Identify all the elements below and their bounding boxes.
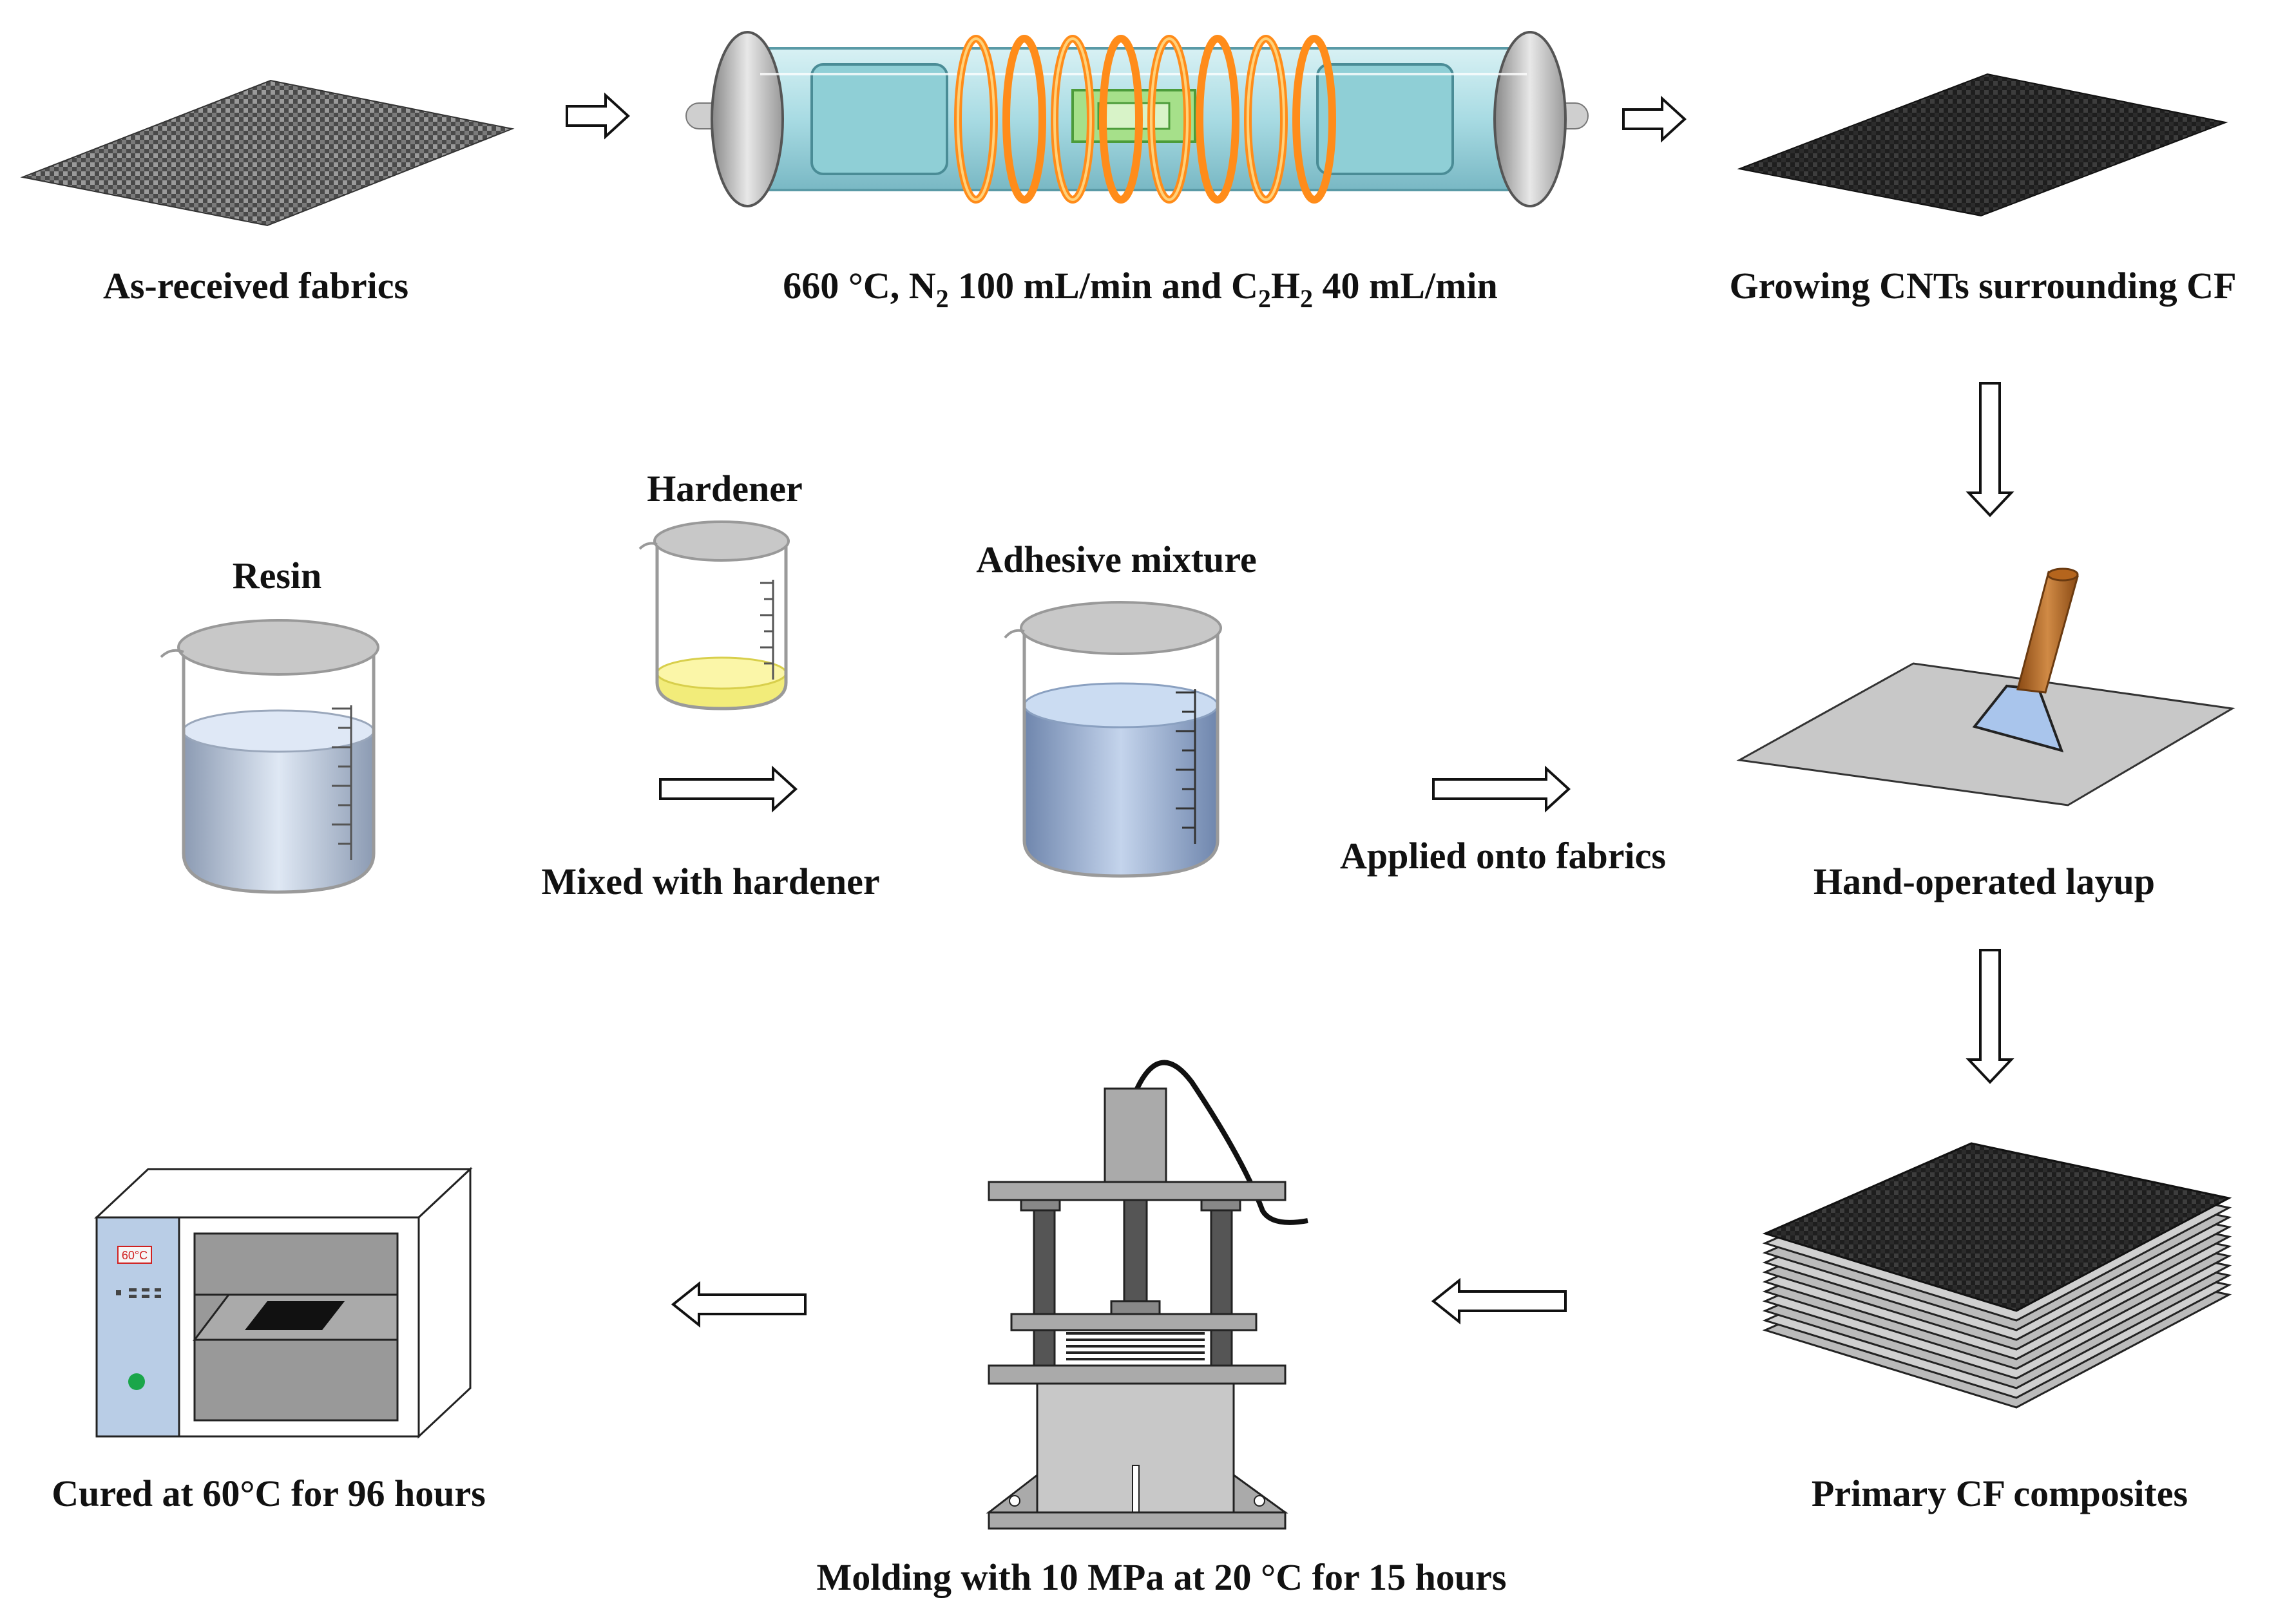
adhesive-mixture-beaker — [1004, 601, 1222, 878]
cvd-n-subscript: 2 — [935, 284, 949, 313]
growing-cnts-label: Growing CNTs surrounding CF — [1729, 265, 2237, 307]
arrow-right-icon — [1622, 95, 1687, 143]
arrow-left-icon — [1431, 1277, 1567, 1325]
oven-power-led — [128, 1373, 145, 1390]
arrow-right-icon — [659, 765, 798, 813]
applied-onto-fabrics-label: Applied onto fabrics — [1340, 835, 1666, 877]
as-received-fabric — [20, 79, 515, 227]
cvd-text-3: H — [1270, 265, 1300, 307]
primary-cf-composites-label: Primary CF composites — [1811, 1472, 2188, 1514]
arrow-down-icon — [1966, 382, 2014, 517]
cvd-condition-label: 660 °C, N2 100 mL/min and C2H2 40 mL/min — [783, 265, 1498, 312]
hand-layup — [1736, 567, 2235, 806]
cvd-c-subscript: 2 — [1258, 284, 1271, 313]
adhesive-mixture-label: Adhesive mixture — [976, 538, 1257, 580]
as-received-label: As-received fabrics — [102, 265, 409, 307]
cured-label: Cured at 60°C for 96 hours — [52, 1472, 486, 1514]
cvd-text-1: 660 °C, N — [783, 265, 936, 307]
hardener-label: Hardener — [647, 468, 803, 510]
composite-stack — [1762, 1142, 2232, 1409]
molding-label: Molding with 10 MPa at 20 °C for 15 hour… — [816, 1556, 1507, 1598]
hot-press — [986, 1060, 1308, 1530]
oven-temperature-display: 60°C — [122, 1249, 148, 1262]
arrow-right-icon — [1432, 765, 1571, 813]
resin-beaker — [160, 619, 379, 894]
cvd-text-2: 100 mL/min and C — [948, 265, 1258, 307]
mixed-with-hardener-label: Mixed with hardener — [541, 861, 880, 902]
hardener-beaker — [638, 520, 790, 710]
arrow-right-icon — [566, 92, 630, 140]
resin-label: Resin — [232, 555, 322, 596]
arrow-down-icon — [1966, 949, 2014, 1084]
curing-oven: 60°C — [94, 1167, 473, 1439]
arrow-left-icon — [671, 1281, 807, 1328]
cnt-grown-fabric — [1737, 73, 2228, 217]
cvd-tube-furnace — [685, 31, 1589, 207]
hand-operated-layup-label: Hand-operated layup — [1813, 861, 2156, 902]
cvd-h-subscript: 2 — [1299, 284, 1313, 313]
cvd-text-4: 40 mL/min — [1312, 265, 1498, 307]
